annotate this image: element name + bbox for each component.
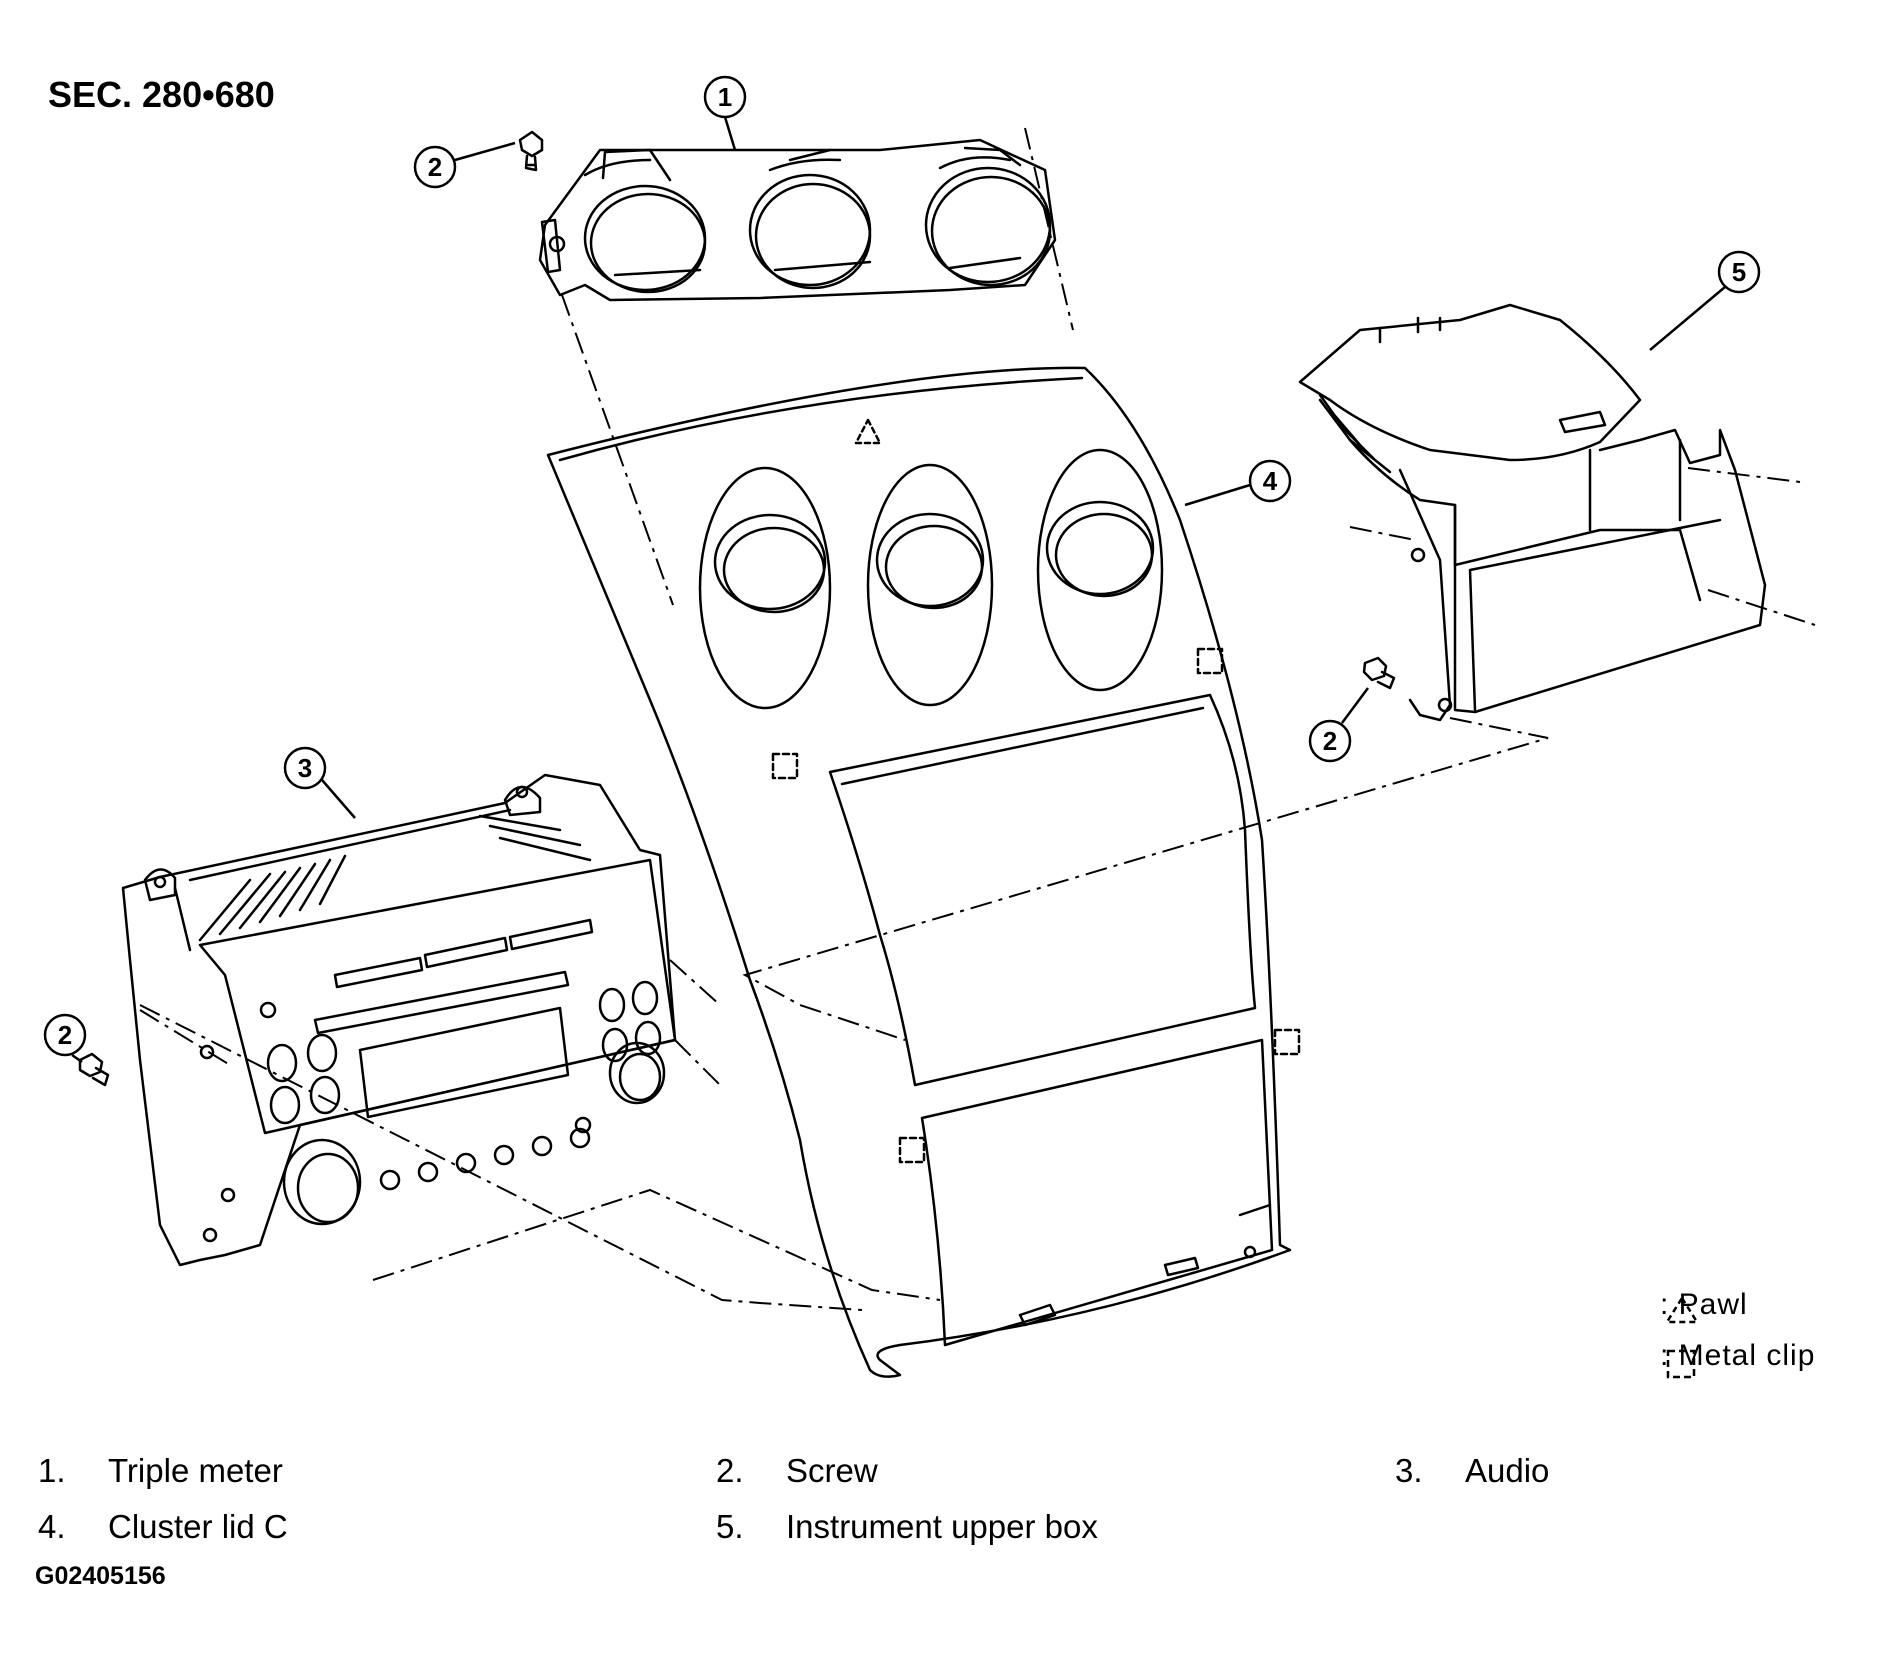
screw-illustration-top [518,130,544,172]
callout-2-left: 2 [58,1020,72,1050]
callout-3: 3 [298,753,312,783]
pawl-icon [1664,1295,1700,1324]
screw-illustration-left [78,1052,110,1087]
callout-2-right: 2 [1323,726,1337,756]
section-code: SEC. 280•680 [48,74,275,115]
triple-meter-illustration [538,138,1057,302]
screw-illustration-right [1362,656,1396,690]
callout-4: 4 [1263,466,1278,496]
callout-2-top: 2 [428,152,442,182]
metal-clip-icon [1666,1349,1696,1379]
callout-1: 1 [718,82,732,112]
legend-pawl-label: : Pawl [1660,1288,1748,1321]
audio-unit-illustration [121,773,677,1267]
legend-metal-clip-label: : Metal clip [1660,1339,1816,1372]
instrument-upper-box-illustration [1298,303,1767,722]
cluster-lid-c-illustration [546,366,1301,1378]
callout-5: 5 [1732,257,1746,287]
figure-id: G02405156 [35,1562,166,1590]
